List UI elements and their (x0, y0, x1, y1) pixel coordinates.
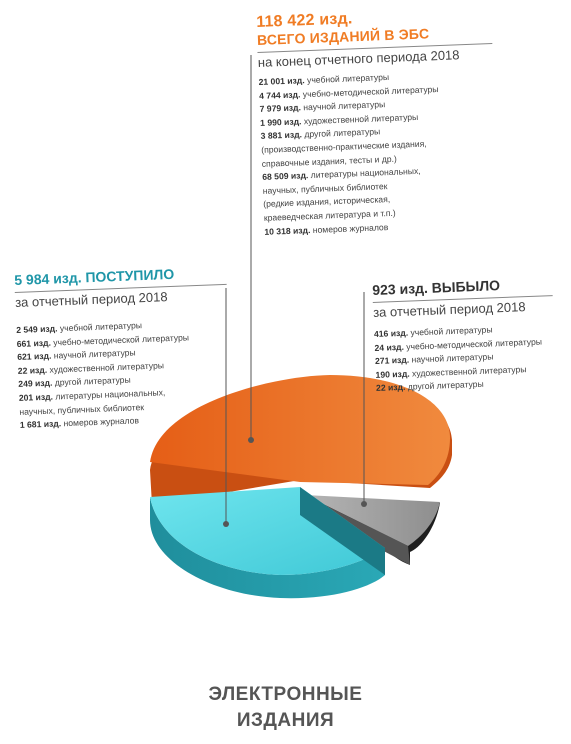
ebs-period: на конец отчетного периода 2018 (257, 47, 460, 70)
received-block: 5 984 изд. ПОСТУПИЛО за отчетный период … (14, 264, 232, 433)
item-value: 201 изд. (18, 391, 54, 403)
item-value: 7 979 изд. (259, 102, 302, 115)
slice-received-face (300, 487, 385, 575)
item-text: другой литературы (54, 374, 131, 388)
item-value: 22 изд. (17, 364, 48, 376)
item-text: художественной литературы (411, 363, 527, 379)
item-value: 661 изд. (16, 337, 52, 349)
item-value: 4 744 изд. (258, 88, 301, 101)
item-text: художественной литературы (49, 360, 165, 375)
item-value: 416 изд. (373, 327, 409, 339)
leader-dot-withdrawn (361, 501, 367, 507)
item-value: 24 изд. (374, 341, 405, 353)
item-value: 3 881 изд. (260, 129, 303, 142)
footer-line-2: ИЗДАНИЯ (236, 710, 335, 731)
item-value: 10 318 изд. (264, 224, 311, 237)
item-text: номеров журналов (63, 415, 140, 429)
footer-line-1: ЭЛЕКТРОННЫЕ (208, 684, 363, 705)
leader-dot-ebs (248, 437, 254, 443)
item-text: учебной литературы (306, 71, 390, 86)
item-value: 21 001 изд. (258, 75, 305, 87)
withdrawn-block: 923 изд. ВЫБЫЛО за отчетный период 2018 … (372, 275, 556, 396)
footer-title: ЭЛЕКТРОННЫЕ ИЗДАНИЯ (0, 682, 571, 734)
item-value: 68 509 изд. (262, 170, 309, 183)
item-value: 621 изд. (17, 350, 52, 363)
leader-dot-received (223, 521, 229, 527)
item-value: 1 990 изд. (259, 116, 302, 128)
slice-ebs (150, 375, 450, 485)
item-text: научной литературы (53, 347, 136, 361)
slice-withdrawn (305, 495, 440, 546)
item-text: литературы национальных, (55, 387, 166, 402)
item-value: 249 изд. (18, 377, 53, 390)
item-value: 1 681 изд. (19, 418, 62, 431)
ebs-items-list: 21 001 изд. учебной литературы 4 744 изд.… (258, 67, 499, 239)
item-text: научной литературы (411, 351, 494, 365)
item-text: номеров журналов (312, 221, 389, 235)
item-value: 22 изд. (375, 382, 406, 394)
slice-received-side (150, 497, 385, 599)
item-text: учебной литературы (59, 320, 143, 334)
item-value: 271 изд. (374, 354, 410, 367)
item-text: другой литературы (304, 126, 381, 140)
item-text: литературы национальных, (310, 165, 421, 181)
item-text: художественной литературы (303, 111, 419, 127)
item-value: 2 549 изд. (16, 323, 58, 335)
item-text: научной литературы (303, 99, 386, 113)
item-value: 190 изд. (375, 368, 410, 380)
item-text: учебной литературы (410, 324, 493, 338)
ebs-block: 118 422 изд. ВСЕГО ИЗДАНИЙ В ЭБС на коне… (256, 5, 499, 239)
item-text: другой литературы (407, 379, 484, 393)
